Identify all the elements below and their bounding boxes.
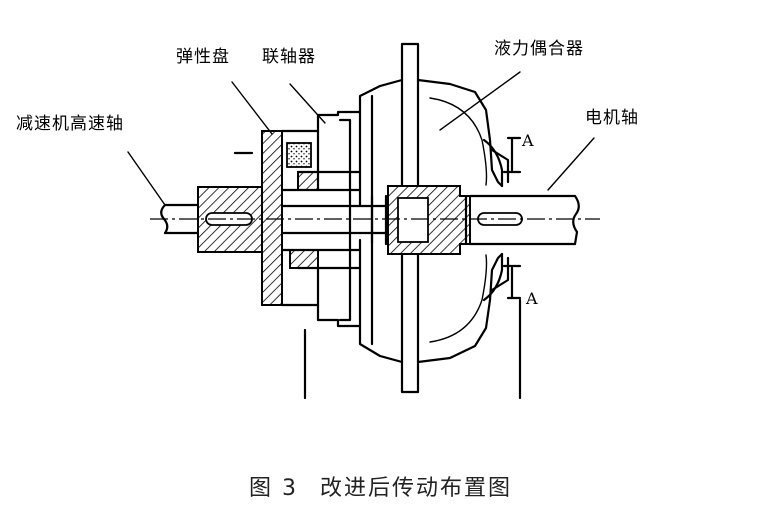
section-label-bottom: A — [525, 289, 538, 308]
figure-caption: 图 3 改进后传动布置图 — [0, 470, 761, 502]
figure-number: 图 3 — [248, 476, 298, 501]
coupling-flange — [280, 110, 362, 328]
label-elastic-disc: 弹性盘 — [176, 47, 230, 67]
foundation-lines — [303, 298, 522, 400]
leader-lines — [127, 71, 595, 206]
label-motor-shaft: 电机轴 — [585, 108, 639, 128]
label-fluid-coupling: 液力偶合器 — [494, 39, 584, 59]
elastic-disc — [261, 130, 312, 306]
motor-shaft — [464, 194, 580, 246]
figure-title: 改进后传动布置图 — [319, 476, 512, 501]
label-reducer-shaft: 减速机高速轴 — [16, 114, 124, 134]
fluid-coupling-hub — [384, 185, 471, 255]
section-a-marker: A A — [502, 131, 538, 308]
section-label-top: A — [521, 131, 534, 150]
label-coupling: 联轴器 — [262, 47, 316, 67]
